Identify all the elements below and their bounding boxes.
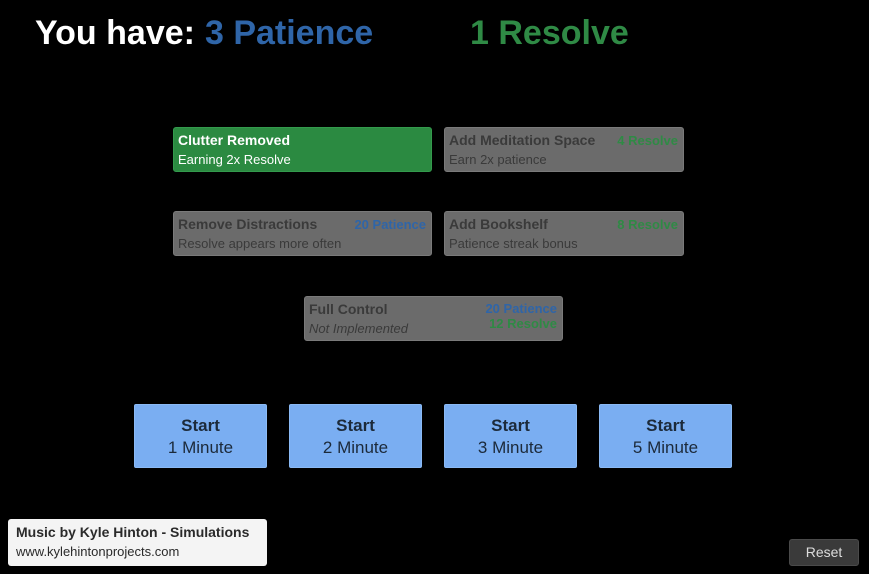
upgrade-meditation-space[interactable]: Add Meditation Space Earn 2x patience 4 … [444,127,684,172]
start-button-label: Start [336,416,375,435]
upgrade-cost: 20 Patience [354,217,426,232]
resolve-count: 1 Resolve [470,14,629,52]
upgrade-remove-distractions[interactable]: Remove Distractions Resolve appears more… [173,211,432,256]
start-button-label: Start [181,416,220,435]
start-button-duration: 3 Minute [477,438,544,457]
upgrade-description: Earning 2x Resolve [178,152,291,167]
start-button-duration: 5 Minute [632,438,699,457]
upgrade-bookshelf[interactable]: Add Bookshelf Patience streak bonus 8 Re… [444,211,684,256]
start-button-label: Start [491,416,530,435]
upgrade-title: Remove Distractions [178,216,318,232]
upgrade-cost: 8 Resolve [617,217,678,232]
upgrade-cost-patience: 20 Patience [485,301,557,316]
upgrade-title: Add Bookshelf [449,216,548,232]
upgrade-title: Clutter Removed [178,132,291,148]
you-have-label: You have: [35,14,195,52]
upgrade-clutter-removed[interactable]: Clutter Removed Earning 2x Resolve [173,127,432,172]
upgrade-cost-resolve: 12 Resolve [489,316,557,331]
music-credits: Music by Kyle Hinton - Simulations www.k… [8,519,267,566]
upgrade-description: Resolve appears more often [178,236,342,251]
upgrade-title: Full Control [309,301,388,317]
start-button-label: Start [646,416,685,435]
credits-website[interactable]: www.kylehintonprojects.com [16,544,180,559]
upgrade-description: Earn 2x patience [449,152,547,167]
patience-count: 3 Patience [204,14,374,52]
reset-button[interactable]: Reset [789,539,859,566]
upgrade-cost: 4 Resolve [617,133,678,148]
currency-header: You have:3 Patience 1 Resolve [35,10,629,56]
start-3-minute-button[interactable]: Start 3 Minute [444,404,577,468]
start-button-duration: 2 Minute [322,438,389,457]
start-1-minute-button[interactable]: Start 1 Minute [134,404,267,468]
start-button-duration: 1 Minute [167,438,234,457]
credits-title: Music by Kyle Hinton - Simulations [16,524,250,540]
upgrade-title: Add Meditation Space [449,132,596,148]
upgrade-description: Patience streak bonus [449,236,578,251]
upgrade-description: Not Implemented [309,321,408,336]
start-2-minute-button[interactable]: Start 2 Minute [289,404,422,468]
start-5-minute-button[interactable]: Start 5 Minute [599,404,732,468]
upgrade-full-control[interactable]: Full Control Not Implemented 20 Patience… [304,296,563,341]
